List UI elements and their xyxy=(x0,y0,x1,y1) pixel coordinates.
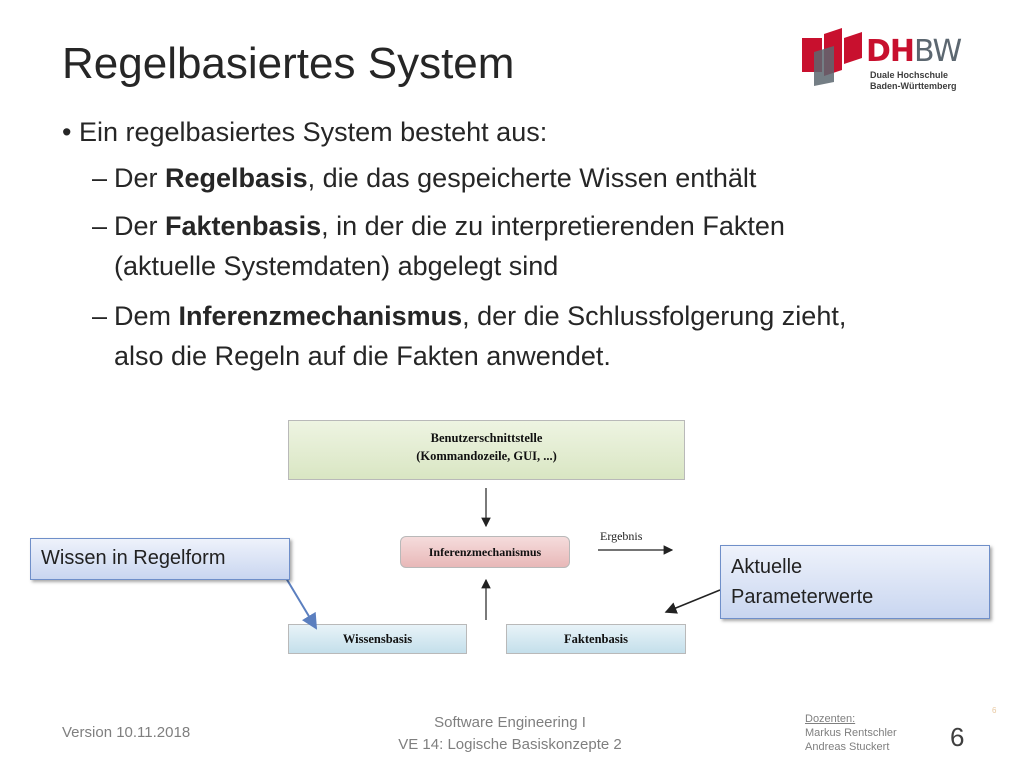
list-item-faktenbasis: – Der Faktenbasis, in der die zu interpr… xyxy=(92,211,785,281)
main-bullet: • Ein regelbasiertes System besteht aus: xyxy=(62,117,548,147)
fact-base-box: Faktenbasis xyxy=(506,624,686,654)
footer-course: Software Engineering I VE 14: Logische B… xyxy=(398,714,622,753)
dhbw-wordmark: DHBW xyxy=(866,34,962,69)
result-label: Ergebnis xyxy=(600,529,643,543)
dhbw-subtitle: Duale Hochschule Baden-Württemberg xyxy=(870,70,957,91)
dhbw-logo: DHBW Duale Hochschule Baden-Württemberg xyxy=(800,26,970,96)
inference-engine-box: Inferenzmechanismus xyxy=(400,536,570,568)
footer-page-number: 6 xyxy=(950,722,965,752)
callout-current-parameters: Aktuelle Parameterwerte xyxy=(720,545,990,619)
list-item-inferenz: – Dem Inferenzmechanismus, der die Schlu… xyxy=(92,301,847,371)
footer-lecturers: Dozenten: Markus Rentschler Andreas Stuc… xyxy=(805,713,897,753)
knowledge-base-box: Wissensbasis xyxy=(288,624,467,654)
architecture-diagram: Benutzerschnittstelle (Kommandozeile, GU… xyxy=(280,416,690,661)
dhbw-logo-mark xyxy=(802,28,862,86)
user-interface-box: Benutzerschnittstelle (Kommandozeile, GU… xyxy=(288,420,685,480)
footer-version: Version 10.11.2018 xyxy=(62,724,191,741)
callout-rule-knowledge: Wissen in Regelform xyxy=(30,538,290,580)
list-item-regelbasis: – Der Regelbasis, die das gespeicherte W… xyxy=(92,163,757,193)
slide-title: Regelbasiertes System xyxy=(62,39,515,88)
footer-small-page-number: 6 xyxy=(992,706,997,715)
